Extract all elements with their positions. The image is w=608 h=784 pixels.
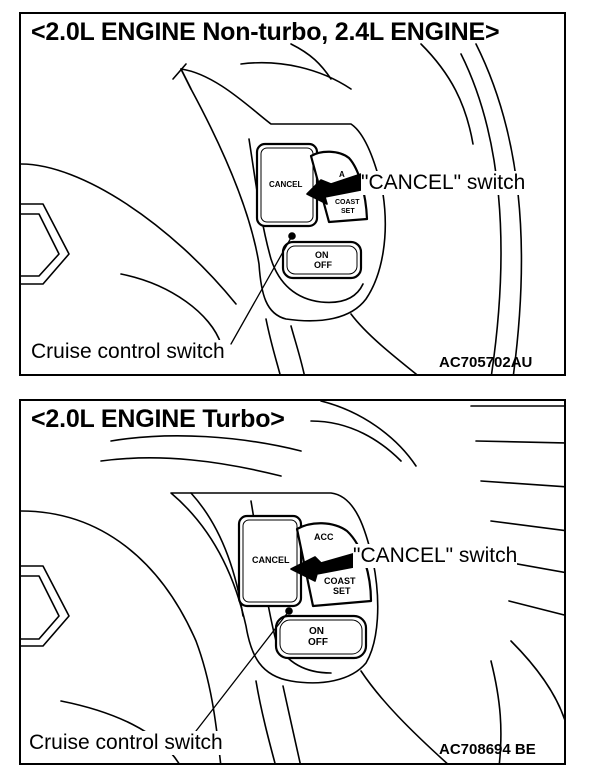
diagram-panel-turbo: <2.0L ENGINE Turbo> CANCEL ACC COAST SET… xyxy=(19,399,566,765)
off-button-label: OFF xyxy=(314,260,332,270)
steering-wheel-drawing xyxy=(21,401,564,763)
cancel-switch-callout: "CANCEL" switch xyxy=(353,544,518,568)
cruise-control-caption: Cruise control switch xyxy=(29,731,223,755)
set-button-label: SET xyxy=(341,208,355,215)
cruise-control-caption: Cruise control switch xyxy=(31,340,225,364)
set-button-label: SET xyxy=(333,586,351,596)
panel-title: <2.0L ENGINE Turbo> xyxy=(31,405,285,433)
figure-code: AC705702AU xyxy=(439,354,533,371)
steering-wheel-drawing xyxy=(21,43,523,374)
cancel-button-label: CANCEL xyxy=(269,180,303,189)
off-button-label: OFF xyxy=(308,637,328,648)
figure-code: AC708694 BE xyxy=(439,741,536,758)
coast-button-label: COAST xyxy=(335,199,360,206)
on-button-label: ON xyxy=(315,250,329,260)
cancel-button-label: CANCEL xyxy=(252,555,290,565)
coast-button-label: COAST xyxy=(324,576,356,586)
acc-button-label: ACC xyxy=(314,532,334,542)
acc-button-label: A xyxy=(339,170,345,179)
on-button-label: ON xyxy=(309,626,324,637)
cancel-switch-callout: "CANCEL" switch xyxy=(361,171,526,195)
diagram-panel-nonturbo: <2.0L ENGINE Non-turbo, 2.4L ENGINE> CAN… xyxy=(19,12,566,376)
panel-title: <2.0L ENGINE Non-turbo, 2.4L ENGINE> xyxy=(31,18,500,46)
